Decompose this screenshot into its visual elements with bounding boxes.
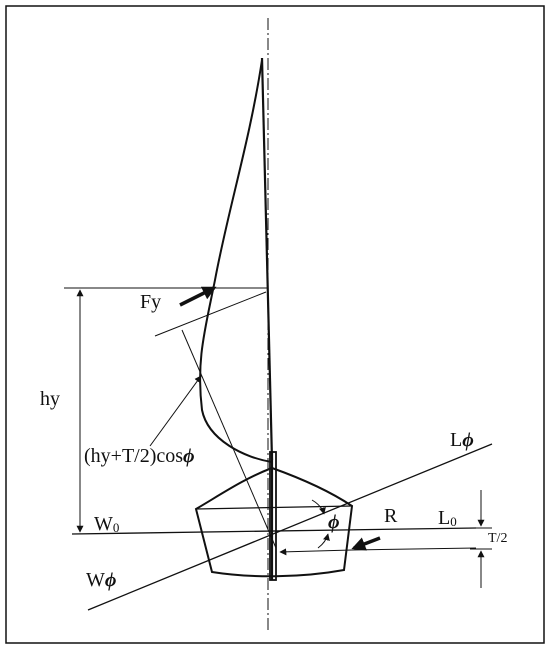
phi-angle-arc-lower xyxy=(317,533,330,549)
moment-arm-text: (hy+T/2)cos xyxy=(84,445,183,467)
r-force-arrow xyxy=(351,536,381,551)
label-moment-arm: (hy+T/2)cosϕ xyxy=(84,445,195,467)
waterline-heeled xyxy=(87,443,493,611)
diagram-frame xyxy=(5,5,545,644)
label-hy: hy xyxy=(40,388,60,410)
label-phi-angle: ϕ xyxy=(328,511,340,533)
moment-arm-dimension xyxy=(181,329,277,549)
label-l0: L0 xyxy=(438,507,457,529)
waterline-upright xyxy=(71,527,477,535)
hull-top-edge xyxy=(195,505,353,510)
w-phi-base: W xyxy=(86,569,105,591)
label-fy: Fy xyxy=(140,291,161,313)
l-phi-symbol: ϕ xyxy=(462,429,474,451)
sail-leech xyxy=(199,59,273,463)
r-arm-line xyxy=(279,548,353,556)
fy-force-arrow xyxy=(179,286,217,307)
l-phi-base: L xyxy=(450,429,462,451)
w0-sub: 0 xyxy=(113,520,120,535)
l0-sub: 0 xyxy=(450,514,457,529)
label-r: R xyxy=(384,505,398,527)
phi-angle-arc-upper xyxy=(311,499,326,515)
label-t-half: T/2 xyxy=(488,531,507,546)
mast xyxy=(260,57,274,461)
l0-base: L xyxy=(438,507,450,529)
label-w0: W0 xyxy=(94,513,119,535)
w0-base: W xyxy=(94,513,113,535)
r-reference-line xyxy=(351,547,477,551)
moment-arm-pointer xyxy=(149,375,202,447)
hull-outline xyxy=(194,466,354,578)
keel-fin xyxy=(269,451,277,581)
moment-arm-perp-line xyxy=(154,291,267,337)
moment-arm-phi: ϕ xyxy=(183,445,195,467)
label-w-phi: Wϕ xyxy=(86,569,116,591)
w-phi-symbol: ϕ xyxy=(105,569,117,591)
label-l-phi: Lϕ xyxy=(450,429,474,451)
